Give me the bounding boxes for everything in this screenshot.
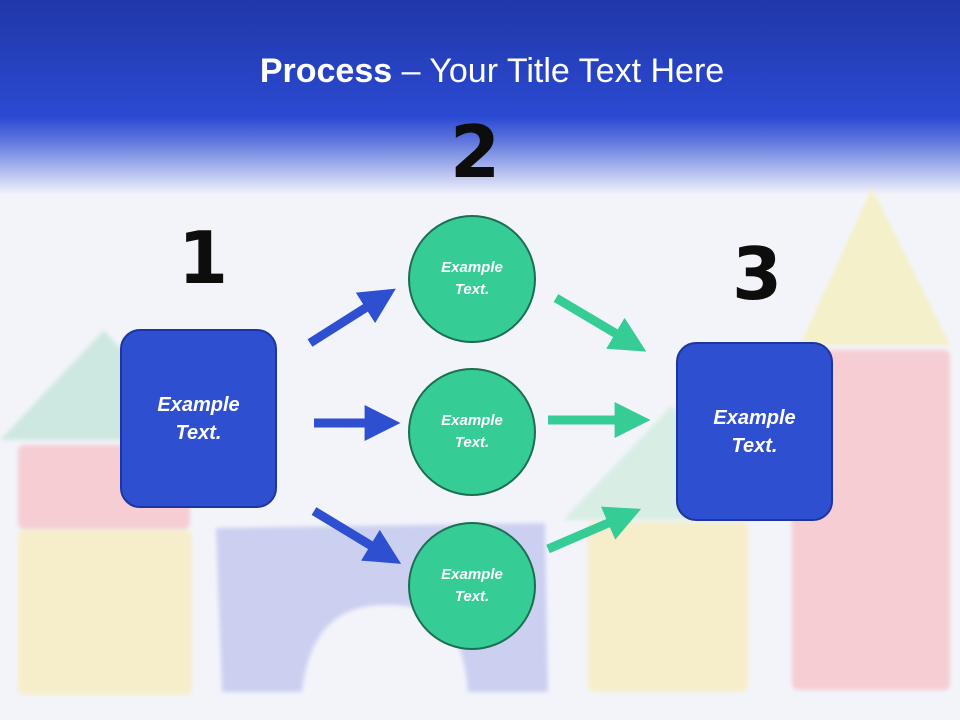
slide-title: Process – Your Title Text Here [0, 52, 960, 91]
title-bold: Process [259, 52, 393, 90]
circle-top-line1: Example [441, 258, 503, 276]
box-start-line2: Text. [175, 421, 222, 444]
step-number-3: 3 [732, 232, 783, 316]
circle-middle-line1: Example [441, 411, 503, 429]
circle-top-line2: Text. [454, 281, 490, 298]
circle-bottom-line1: Example [441, 565, 503, 583]
arrow-blue-down [311, 507, 402, 564]
step-number-1: 1 [178, 216, 229, 300]
box-start-line1: Example [157, 393, 240, 416]
box-end-line2: Text. [731, 434, 778, 457]
arrow-blue-up [307, 288, 396, 347]
circle-bottom-line2: Text. [454, 588, 490, 605]
step-number-2: 2 [450, 110, 501, 194]
title-rest: – Your Title Text Here [392, 52, 725, 90]
circle-middle-line2: Text. [454, 434, 490, 451]
arrow-green-up [546, 506, 642, 554]
arrow-green-down [553, 294, 647, 352]
box-end-line1: Example [713, 406, 796, 429]
